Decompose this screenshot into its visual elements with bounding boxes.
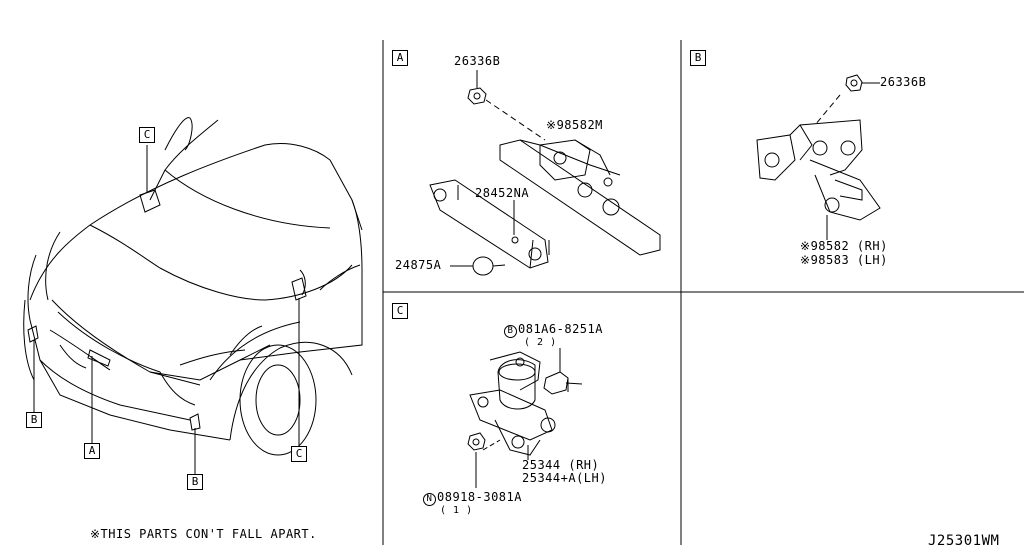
- footnote: ※THIS PARTS CON'T FALL APART.: [90, 527, 317, 541]
- part-number-sensor-rh: 25344 (RH): [522, 458, 600, 472]
- part-number-actuator-lh: ※98583 (LH): [800, 254, 888, 267]
- car-illustration: [23, 117, 363, 456]
- bolt-symbol: B: [504, 325, 517, 338]
- panel-a-label: A: [392, 50, 408, 66]
- part-number-actuator-rh: ※98582 (RH): [800, 240, 888, 253]
- callout-b-bottom: B: [187, 474, 203, 490]
- callout-c-fender: C: [291, 446, 307, 462]
- panel-a-parts: [429, 70, 661, 276]
- part-number-actuator-value: 98582M: [556, 118, 603, 132]
- part-number-lh-value: 98583 (LH): [810, 253, 888, 267]
- part-number-rh-value: 98582 (RH): [810, 239, 888, 253]
- part-number-clip: 24875A: [395, 258, 442, 272]
- callout-b-left: B: [26, 412, 42, 428]
- panel-c-label: C: [392, 303, 408, 319]
- part-number-sensor-lh: 25344+A(LH): [522, 471, 607, 485]
- panel-b-parts: [756, 74, 881, 240]
- diagram-code: J25301WM: [928, 533, 1000, 549]
- part-number-actuator: ※98582M: [546, 119, 603, 132]
- panel-c-parts: [467, 348, 583, 488]
- part-number-nut-a: 26336B: [454, 54, 501, 68]
- nut-number: 08918-3081A: [437, 490, 522, 504]
- part-number-nut-b: 26336B: [880, 75, 927, 89]
- panel-b-label: B: [690, 50, 706, 66]
- bolt-quantity: ( 2 ): [524, 337, 557, 348]
- callout-a-grille: A: [84, 443, 100, 459]
- nut-symbol: N: [423, 493, 436, 506]
- bolt-number: 081A6-8251A: [518, 322, 603, 336]
- nut-quantity: ( 1 ): [440, 505, 473, 516]
- non-serviceable-mark: ※: [800, 253, 811, 267]
- non-serviceable-mark: ※: [800, 239, 811, 253]
- non-serviceable-mark: ※: [546, 118, 557, 132]
- part-number-bracket: 28452NA: [475, 186, 530, 200]
- callout-c-hood: C: [139, 127, 155, 143]
